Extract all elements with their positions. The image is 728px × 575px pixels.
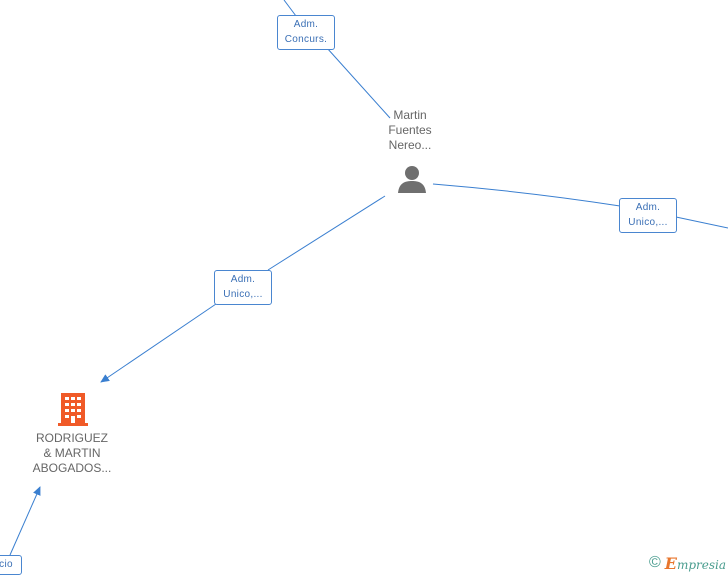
edge-bottom [9,486,41,556]
relation-label-middle[interactable]: Adm. Unico,... [214,270,272,305]
person-icon[interactable] [397,164,427,194]
edge-right [432,183,728,229]
brand-watermark: © Empresia [649,553,726,573]
edge-top [283,0,391,119]
edge-middle [101,195,386,382]
relation-label-bottom[interactable]: cio [0,555,22,575]
person-node-label[interactable]: Martin Fuentes Nereo... [388,108,432,152]
relation-label-top[interactable]: Adm. Concurs. [277,15,335,50]
building-icon[interactable] [58,391,88,427]
company-node-label[interactable]: RODRIGUEZ & MARTIN ABOGADOS... [32,431,112,475]
copyright-icon: © [648,554,661,571]
relation-label-right[interactable]: Adm. Unico,... [619,198,677,233]
brand-logo: Empresia [664,553,726,573]
